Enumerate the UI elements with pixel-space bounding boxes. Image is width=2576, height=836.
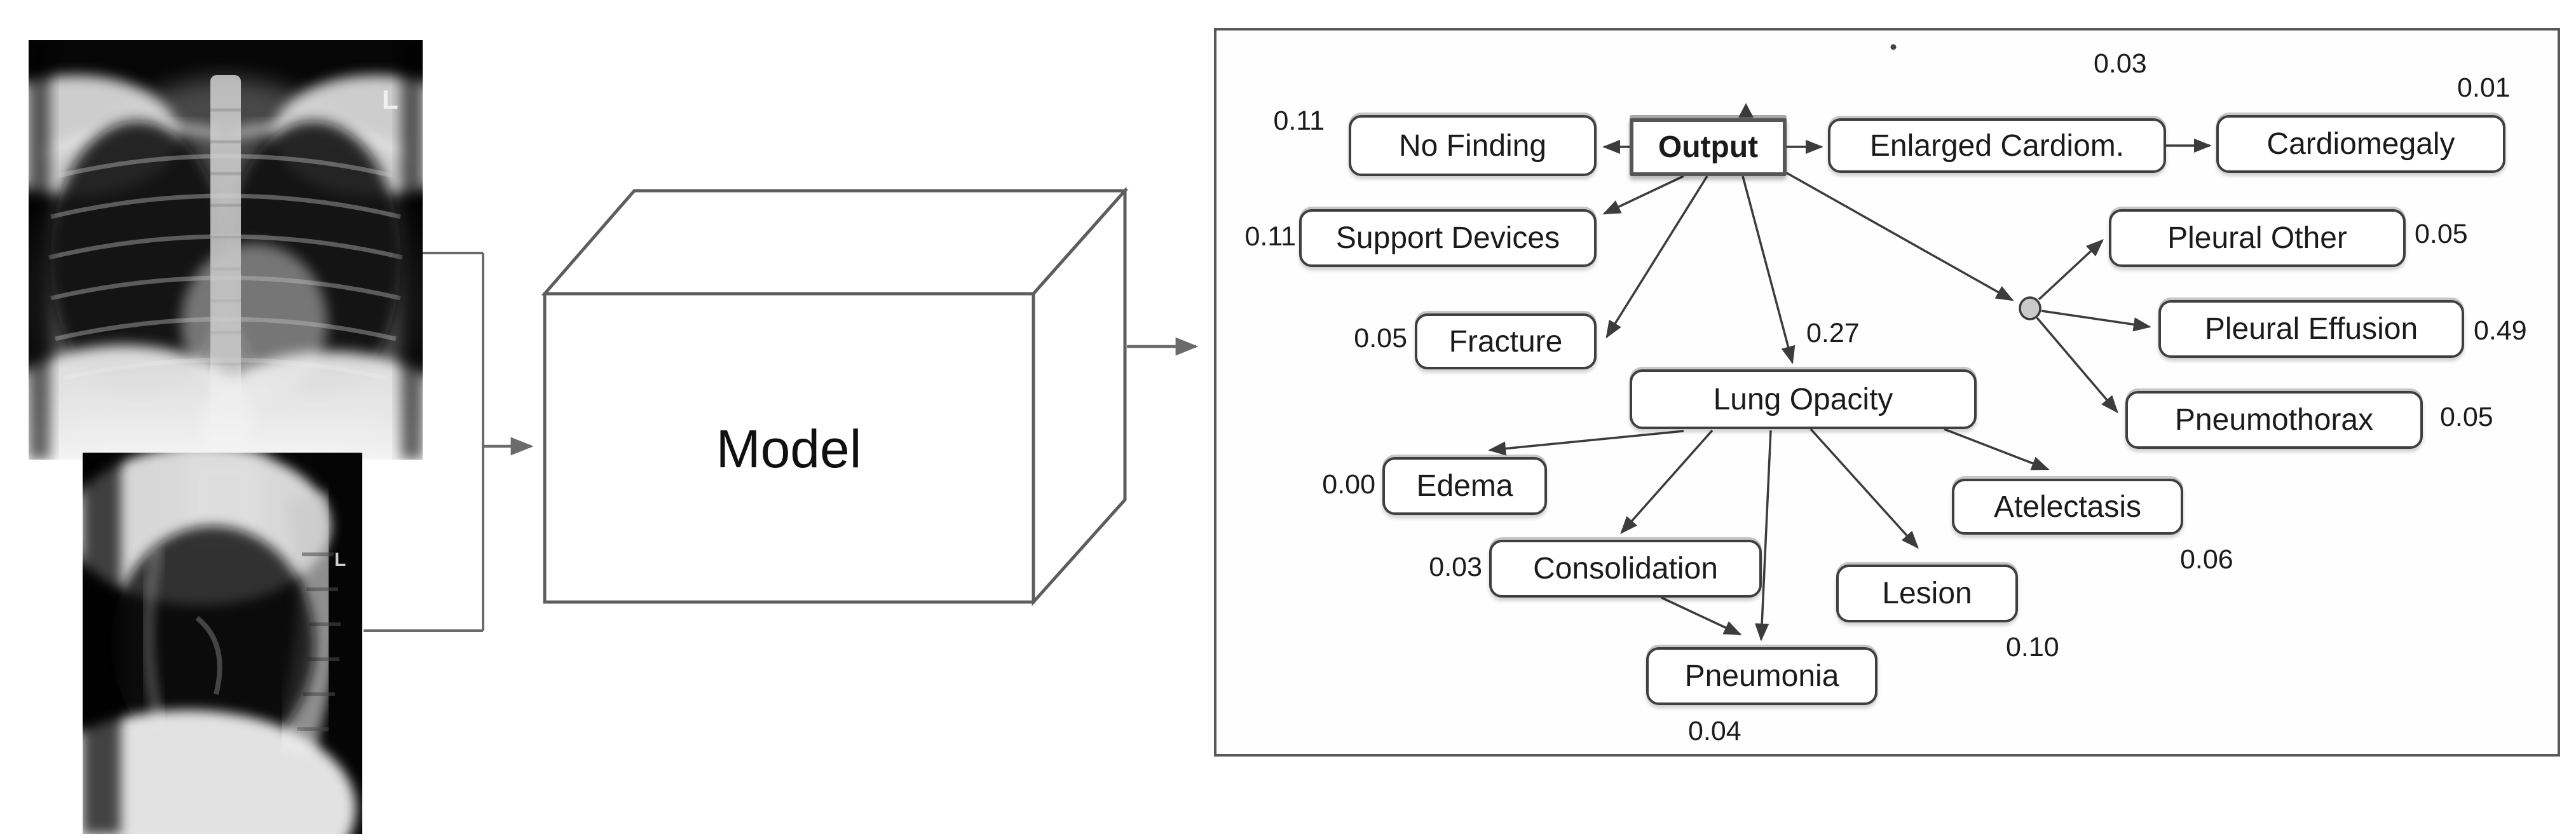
- flow-connectors: Model: [364, 186, 1199, 632]
- node-lesion: Lesion: [1836, 565, 2018, 622]
- prob-cardiomegaly: 0.01: [2457, 72, 2511, 103]
- node-pleural-effusion: Pleural Effusion: [2158, 300, 2464, 358]
- prob-support-devices: 0.11: [1244, 221, 1297, 252]
- edge-lung-opacity-pneumonia: [1754, 430, 1772, 641]
- node-no-finding: No Finding: [1349, 115, 1597, 176]
- edge-lung-opacity-lesion: [1809, 428, 1919, 549]
- model-cube: [541, 186, 1129, 606]
- edge-junction-pleural-effusion: [2041, 310, 2151, 332]
- laterality-marker: L: [334, 549, 346, 570]
- edge-lung-opacity-atelectasis: [1944, 428, 2050, 470]
- prob-pleural-effusion: 0.49: [2474, 315, 2527, 346]
- edge-lung-opacity-edema: [1488, 430, 1684, 456]
- prob-no-finding: 0.11: [1273, 106, 1325, 136]
- prob-pleural-other: 0.05: [2415, 219, 2468, 249]
- input-bracket: [364, 252, 484, 632]
- node-consolidation: Consolidation: [1489, 540, 1762, 598]
- prob-pneumothorax: 0.05: [2440, 402, 2493, 432]
- node-pleural-other: Pleural Other: [2109, 209, 2406, 267]
- graph-edges: [1488, 44, 2212, 641]
- left-flank-shadow: [29, 40, 50, 460]
- output-panel: No Finding Output Enlarged Cardiom. Card…: [1214, 28, 2560, 757]
- prob-consolidation: 0.03: [1429, 552, 1482, 582]
- node-fracture: Fracture: [1415, 313, 1597, 369]
- edge-consolidation-pneumonia: [1661, 596, 1742, 636]
- edge-junction-pleural-other: [2038, 239, 2104, 301]
- prob-edema: 0.00: [1322, 469, 1375, 500]
- edge-output-junction: [1786, 172, 2014, 301]
- spine-curve: [272, 492, 339, 758]
- node-edema: Edema: [1382, 457, 1547, 515]
- prob-fracture: 0.05: [1354, 323, 1407, 353]
- node-pneumothorax: Pneumothorax: [2125, 391, 2423, 449]
- node-atelectasis: Atelectasis: [1952, 479, 2183, 535]
- lateral-chest-xray-image: L: [83, 453, 362, 834]
- hilar-vessels: [195, 615, 222, 695]
- sternum-edge: [144, 547, 165, 727]
- node-enlarged-cardiom: Enlarged Cardiom.: [1828, 118, 2166, 173]
- diaphragm-abdomen: [83, 710, 356, 834]
- posterior-shadow: [83, 453, 121, 834]
- abdomen-glow: [29, 371, 423, 460]
- stray-dot: [1890, 44, 1897, 50]
- node-lung-opacity: Lung Opacity: [1630, 369, 1977, 429]
- frontal-chest-xray-image: L: [29, 40, 423, 460]
- edge-output-support-devices: [1602, 175, 1684, 215]
- edge-output-fracture: [1605, 175, 1708, 339]
- model-label: Model: [716, 419, 862, 479]
- lung-field: [111, 526, 315, 761]
- node-cardiomegaly: Cardiomegaly: [2216, 115, 2505, 173]
- prob-pneumonia: 0.04: [1688, 716, 1741, 746]
- node-support-devices: Support Devices: [1299, 209, 1597, 267]
- prob-lung-opacity: 0.27: [1806, 318, 1860, 348]
- cube-top-face: [541, 189, 1129, 296]
- edge-lung-opacity-consolidation: [1620, 429, 1714, 535]
- right-flank-shadow: [401, 40, 423, 460]
- edge-junction-pneumothorax: [2036, 317, 2118, 414]
- edge-output-lung-opacity: [1741, 175, 1796, 364]
- prob-lesion: 0.10: [2006, 632, 2059, 662]
- junction-node: [2019, 296, 2041, 320]
- laterality-marker: L: [382, 85, 399, 114]
- cube-front-face: [543, 292, 1035, 604]
- prob-enlarged-cardiom: 0.03: [2094, 48, 2147, 79]
- output-top-arrowhead: [1738, 103, 1754, 118]
- prob-atelectasis: 0.06: [2180, 544, 2233, 575]
- node-output: Output: [1630, 118, 1787, 176]
- node-pneumonia: Pneumonia: [1646, 647, 1877, 705]
